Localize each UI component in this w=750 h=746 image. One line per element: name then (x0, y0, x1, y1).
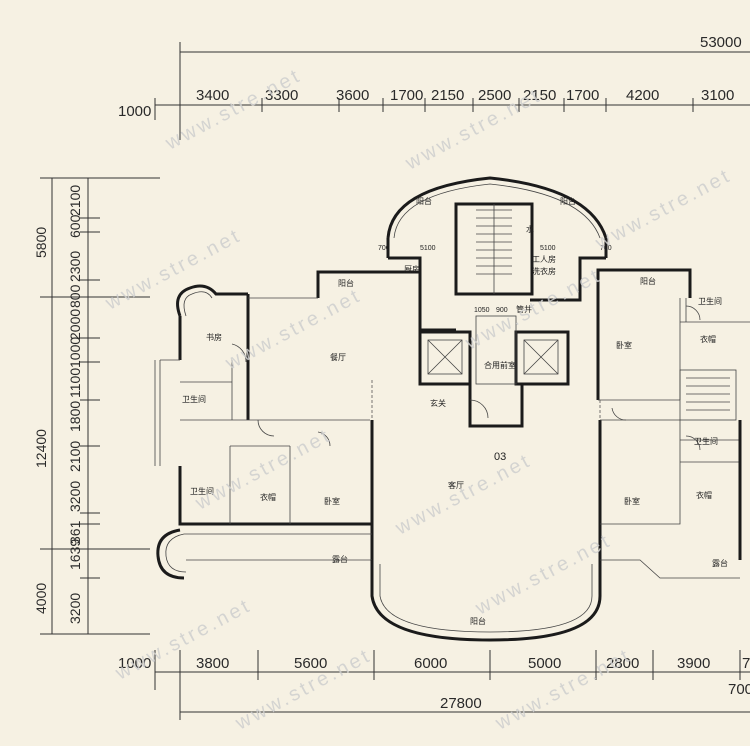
left-dimensions: 5800 12400 4000 2100 600 2300 800 2000 1… (33, 177, 160, 635)
left-dim-11: 361 (67, 520, 83, 544)
label-unit-number: 03 (494, 451, 506, 463)
label-laundry: 洗衣房 (532, 266, 556, 276)
top-dim-10: 3100 (701, 87, 734, 104)
label-left-bath-upper: 卫生间 (182, 394, 206, 404)
top-dim-8: 1700 (566, 87, 599, 104)
core-dimensions: 5100 5100 1050 900 700 700 (378, 245, 612, 314)
left-dim-13: 3200 (67, 593, 83, 624)
label-right-balcony: 阳台 (640, 276, 656, 286)
bottom-dim-7: 3900 (677, 655, 710, 672)
label-water: 水 (526, 224, 534, 234)
label-kitchen: 厨房 (404, 264, 420, 274)
label-worker-room: 工人房 (532, 254, 556, 264)
label-left-bedroom: 卧室 (324, 496, 340, 506)
watermark-7: www.stre.net (391, 449, 535, 540)
walls (154, 176, 750, 642)
top-left-dim: 1000 (118, 103, 151, 120)
label-shaft: 管井 (516, 304, 532, 314)
watermark-11: www.stre.net (491, 644, 635, 735)
label-top-balcony-left: 阳台 (416, 196, 432, 206)
top-dim-7: 2150 (523, 87, 556, 104)
bottom-dim-8: 7 (742, 655, 750, 672)
bottom-dim-6: 2800 (606, 655, 639, 672)
label-living: 客厅 (448, 480, 464, 490)
left-outer-dim-2: 12400 (33, 429, 49, 468)
label-left-bath-lower: 卫生间 (190, 486, 214, 496)
left-outer-dim-3: 4000 (33, 583, 49, 614)
left-dim-10: 3200 (67, 481, 83, 512)
left-outer-dim-1: 5800 (33, 227, 49, 258)
bottom-dim-1: 1000 (118, 655, 151, 672)
watermark-1: www.stre.net (161, 64, 305, 155)
watermark-12: www.stre.net (591, 164, 735, 255)
top-dimensions: 53000 1000 3400 3300 3600 1700 2150 2500… (118, 34, 750, 140)
label-right-wardrobe-top: 衣帽 (700, 334, 716, 344)
label-right-wardrobe-lower: 衣帽 (696, 490, 712, 500)
top-dim-1: 3400 (196, 87, 229, 104)
top-dim-2: 3300 (265, 87, 298, 104)
label-bottom-balcony: 阳台 (470, 616, 486, 626)
top-dim-3: 3600 (336, 87, 369, 104)
top-dim-6: 2500 (478, 87, 511, 104)
label-kitchen-balcony: 阳台 (338, 278, 354, 288)
right-stair (686, 377, 730, 411)
label-dining: 餐厅 (330, 353, 346, 362)
core-dim-2: 5100 (540, 245, 556, 252)
label-shared-lobby: 合用前室 (484, 360, 516, 370)
label-right-terrace: 露台 (712, 558, 728, 568)
watermark-8: www.stre.net (471, 529, 615, 620)
top-dim-9: 4200 (626, 87, 659, 104)
bottom-dim-2: 3800 (196, 655, 229, 672)
label-left-terrace: 露台 (332, 554, 348, 564)
bottom-dim-4: 6000 (414, 655, 447, 672)
label-top-balcony-right: 阳台 (560, 196, 576, 206)
stair-treads (476, 209, 512, 275)
core-dim-5: 700 (378, 245, 390, 252)
left-dim-6: 1000 (67, 337, 83, 368)
left-dim-5: 2000 (67, 309, 83, 340)
watermark-9: www.stre.net (111, 594, 255, 685)
overall-bottom-dim: 27800 (440, 695, 482, 712)
left-dim-8: 1800 (67, 401, 83, 432)
core-dim-6: 700 (600, 245, 612, 252)
left-dim-9: 2100 (67, 441, 83, 472)
label-left-wardrobe: 衣帽 (260, 492, 276, 502)
left-dim-7: 1100 (67, 368, 83, 398)
top-dim-5: 2150 (431, 87, 464, 104)
left-dim-3: 2300 (67, 251, 83, 282)
label-study: 书房 (206, 332, 222, 342)
watermark-3: www.stre.net (101, 224, 245, 315)
label-right-bath-lower: 卫生间 (694, 436, 718, 446)
bottom-dim-5: 5000 (528, 655, 561, 672)
label-right-bath-top: 卫生间 (698, 296, 722, 306)
bottom-dimensions: 1000 3800 5600 6000 5000 2800 3900 7 700… (118, 650, 750, 720)
core-dim-4: 900 (496, 307, 508, 314)
bottom-dim-3: 5600 (294, 655, 327, 672)
doors (231, 305, 701, 451)
bottom-sub-dim: 700 (728, 681, 750, 698)
left-dim-4: 800 (67, 284, 83, 308)
left-dim-12: 1639 (67, 539, 83, 570)
label-foyer: 玄关 (430, 398, 446, 408)
label-right-bedroom-lower: 卧室 (624, 496, 640, 506)
left-dim-2: 600 (67, 214, 83, 238)
room-labels: 阳台 阳台 阳台 厨房 工人房 洗衣房 阳台 卫生间 书房 餐厅 卧室 衣帽 合… (182, 196, 728, 626)
top-dim-4: 1700 (390, 87, 423, 104)
left-dim-1: 2100 (67, 185, 83, 216)
overall-top-dim: 53000 (700, 34, 742, 51)
core-dim-1: 5100 (420, 245, 436, 252)
core-dim-3: 1050 (474, 307, 490, 314)
label-right-bedroom-top: 卧室 (616, 340, 632, 350)
